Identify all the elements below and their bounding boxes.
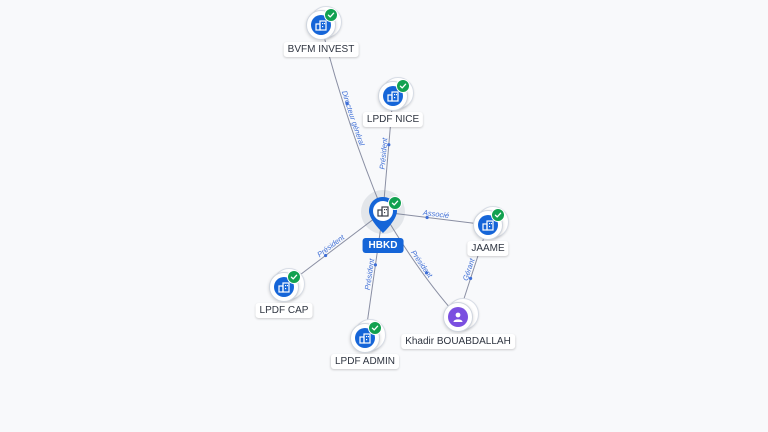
node-label[interactable]: HBKD bbox=[362, 238, 404, 253]
edge-arrow-icon bbox=[425, 215, 429, 220]
edge-label-text: Président bbox=[315, 232, 346, 259]
node-label[interactable]: LPDF CAP bbox=[255, 303, 313, 318]
edge-label-text: Associé bbox=[421, 208, 449, 220]
edge-hbkd-lpdf_admin bbox=[364, 211, 384, 339]
edge-arrow-icon bbox=[387, 143, 391, 147]
edge-arrow-icon bbox=[345, 101, 349, 106]
edge-arrow-icon bbox=[373, 263, 377, 267]
verified-check-icon bbox=[368, 321, 382, 335]
edge-label: Président bbox=[409, 248, 435, 280]
edge-label: Associé bbox=[421, 208, 449, 220]
edge-hbkd-jaame bbox=[382, 211, 489, 226]
edges-layer: Directeur généralPrésidentAssociéPréside… bbox=[283, 24, 489, 339]
node-label[interactable]: LPDF ADMIN bbox=[330, 354, 400, 369]
edge-label-text: Président bbox=[409, 248, 435, 280]
edge-label: Président bbox=[315, 232, 346, 259]
edge-arrow-icon bbox=[424, 271, 429, 275]
edge-label-text: Gérant bbox=[461, 256, 477, 281]
edge-arrow-icon bbox=[324, 253, 328, 258]
edge-label-text: Président bbox=[378, 137, 390, 170]
node-label[interactable]: BVFM INVEST bbox=[283, 42, 359, 57]
node-label[interactable]: LPDF NICE bbox=[362, 112, 424, 127]
edge-arrow-icon bbox=[469, 276, 473, 280]
verified-check-icon bbox=[324, 8, 338, 22]
edge-label: Président bbox=[378, 137, 390, 170]
person-icon bbox=[448, 307, 468, 327]
node-circle[interactable] bbox=[443, 302, 473, 332]
verified-check-icon bbox=[396, 79, 410, 93]
verified-check-icon bbox=[388, 196, 402, 210]
node-label[interactable]: Khadir BOUABDALLAH bbox=[401, 334, 515, 349]
node-label[interactable]: JAAME bbox=[467, 241, 509, 256]
verified-check-icon bbox=[287, 270, 301, 284]
edge-label: Gérant bbox=[461, 256, 477, 281]
verified-check-icon bbox=[491, 208, 505, 222]
